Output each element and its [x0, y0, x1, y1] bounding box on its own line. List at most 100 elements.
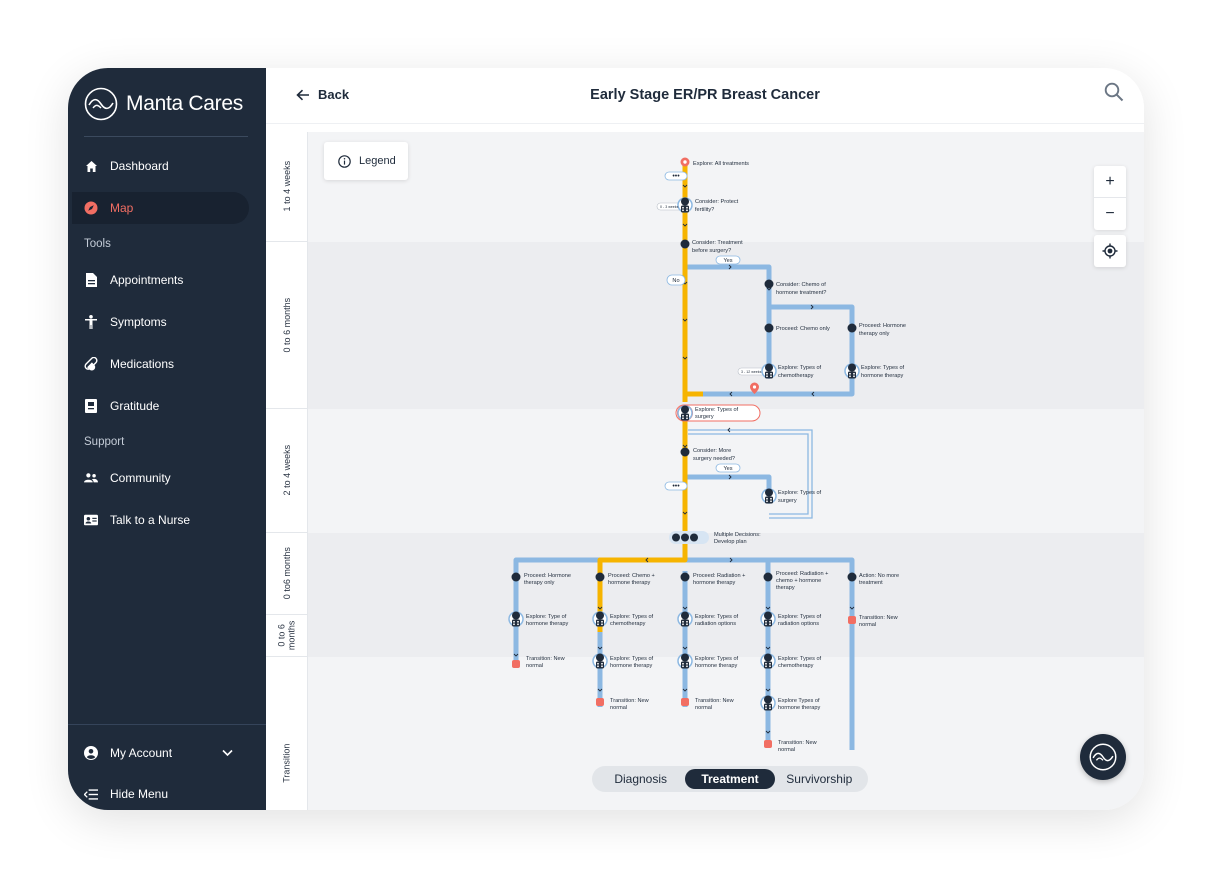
svg-text:normal: normal	[778, 747, 795, 753]
phase-treatment[interactable]: Treatment	[685, 769, 775, 789]
app-window: Manta Cares Dashboard Map Tools Appointm…	[68, 68, 1144, 810]
svg-text:Transition: New: Transition: New	[859, 615, 899, 621]
svg-text:Proceed: Chemo only: Proceed: Chemo only	[776, 326, 830, 332]
svg-text:Explore: Types of: Explore: Types of	[861, 365, 905, 371]
node-labels: Explore: All treatments Consider: Protec…	[524, 161, 906, 753]
treatment-map-canvas[interactable]: ••• •••	[308, 132, 1144, 810]
svg-text:chemotherapy: chemotherapy	[778, 663, 814, 669]
sidebar: Manta Cares Dashboard Map Tools Appointm…	[68, 68, 266, 810]
svg-text:normal: normal	[610, 705, 627, 711]
nav-label: Map	[110, 201, 134, 215]
svg-text:chemotherapy: chemotherapy	[778, 373, 814, 379]
svg-text:therapy only: therapy only	[859, 331, 890, 337]
nav-label: Dashboard	[110, 159, 169, 173]
search-icon	[1104, 82, 1124, 102]
period-band	[308, 533, 1144, 657]
svg-text:Explore: Type of: Explore: Type of	[526, 614, 567, 620]
svg-text:Yes: Yes	[723, 466, 732, 472]
svg-text:Proceed: Hormone: Proceed: Hormone	[859, 323, 906, 329]
nav-hide-menu[interactable]: Hide Menu	[72, 778, 249, 810]
nav-label: Hide Menu	[110, 787, 169, 801]
svg-text:Consider: More: Consider: More	[693, 448, 731, 454]
phase-switcher: Diagnosis Treatment Survivorship	[592, 766, 868, 792]
nav-appointments[interactable]: Appointments	[72, 264, 249, 296]
phase-survivorship[interactable]: Survivorship	[786, 772, 853, 786]
svg-text:surgery: surgery	[695, 414, 714, 420]
svg-text:Explore: Types of: Explore: Types of	[778, 656, 822, 662]
nav-talk-to-nurse[interactable]: Talk to a Nurse	[72, 504, 249, 536]
timeline-period: 1 to 4 weeks	[266, 132, 308, 242]
info-icon	[338, 154, 351, 168]
nav-label: My Account	[110, 746, 173, 760]
nav-label: Medications	[110, 357, 175, 371]
svg-text:Proceed: Radiation +: Proceed: Radiation +	[693, 573, 745, 579]
account-icon	[84, 746, 98, 760]
zoom-out-button[interactable]: −	[1105, 205, 1115, 222]
svg-text:radiation options: radiation options	[778, 621, 819, 627]
svg-text:Explore: Types of: Explore: Types of	[778, 490, 822, 496]
svg-text:hormone therapy: hormone therapy	[695, 663, 737, 669]
svg-text:•••: •••	[672, 483, 680, 490]
svg-text:Transition: New: Transition: New	[695, 698, 735, 704]
back-label: Back	[318, 87, 350, 102]
svg-text:hormone therapy: hormone therapy	[610, 663, 652, 669]
nav-dashboard[interactable]: Dashboard	[72, 150, 249, 182]
nav-my-account[interactable]: My Account	[72, 737, 249, 769]
manta-assistant-button[interactable]	[1080, 734, 1126, 780]
svg-text:normal: normal	[526, 663, 543, 669]
svg-text:Yes: Yes	[723, 258, 732, 264]
svg-text:treatment: treatment	[859, 580, 883, 586]
svg-text:Proceed: Radiation +: Proceed: Radiation +	[776, 571, 828, 577]
svg-text:therapy: therapy	[776, 585, 795, 591]
nav-label: Talk to a Nurse	[110, 513, 191, 527]
manta-logo-icon	[84, 87, 118, 121]
crosshair-icon	[1102, 243, 1118, 259]
search-button[interactable]	[1104, 82, 1124, 107]
brand-logo[interactable]: Manta Cares	[84, 86, 243, 122]
svg-text:0 - 3 weeks: 0 - 3 weeks	[660, 205, 679, 209]
timeline-column: 1 to 4 weeks 0 to 6 months 2 to 4 weeks …	[266, 132, 308, 810]
phase-diagnosis[interactable]: Diagnosis	[614, 772, 668, 786]
nav-map[interactable]: Map	[72, 192, 249, 224]
back-button[interactable]: Back	[296, 87, 349, 102]
journal-icon	[84, 399, 98, 413]
divider	[68, 724, 266, 725]
timeline-period: 0 to6 months	[266, 533, 308, 615]
svg-text:Consider: Treatment: Consider: Treatment	[692, 240, 743, 246]
legend-label: Legend	[359, 155, 396, 167]
nav-gratitude[interactable]: Gratitude	[72, 390, 249, 422]
svg-text:Explore: Types of: Explore: Types of	[610, 656, 654, 662]
pathway-map: ••• •••	[508, 157, 906, 753]
svg-text:Explore Types of: Explore Types of	[778, 698, 820, 704]
divider	[84, 136, 248, 137]
document-icon	[84, 273, 98, 287]
svg-text:hormone treatment?: hormone treatment?	[776, 290, 826, 296]
compass-icon	[84, 201, 98, 215]
chevron-down-icon[interactable]	[222, 746, 233, 760]
svg-text:Explore: Types of: Explore: Types of	[695, 407, 739, 413]
svg-text:chemo + hormone: chemo + hormone	[776, 578, 821, 584]
timeline-period: 0 to 6 months	[266, 242, 308, 409]
svg-text:hormone therapy: hormone therapy	[693, 580, 735, 586]
legend-button[interactable]: Legend	[324, 142, 408, 180]
svg-text:Explore: Types of: Explore: Types of	[778, 614, 822, 620]
svg-text:Explore: Types of: Explore: Types of	[695, 614, 739, 620]
svg-text:normal: normal	[695, 705, 712, 711]
timeline-period: Transition	[281, 743, 292, 783]
home-icon	[84, 159, 98, 173]
svg-text:Develop plan: Develop plan	[714, 539, 747, 545]
timeline-period: 0 to 6 months	[266, 615, 308, 657]
nav-community[interactable]: Community	[72, 462, 249, 494]
nav-medications[interactable]: Medications	[72, 348, 249, 380]
zoom-in-button[interactable]: +	[1094, 166, 1126, 198]
locate-button[interactable]	[1094, 235, 1126, 267]
svg-text:Explore: Types of: Explore: Types of	[778, 365, 822, 371]
svg-text:•••: •••	[672, 173, 680, 180]
svg-text:fertility?: fertility?	[695, 207, 714, 213]
brand-name: Manta Cares	[126, 92, 243, 115]
nav-symptoms[interactable]: Symptoms	[72, 306, 249, 338]
svg-text:hormone therapy: hormone therapy	[608, 580, 650, 586]
svg-text:radiation options: radiation options	[695, 621, 736, 627]
svg-text:Action: No more: Action: No more	[859, 573, 899, 579]
top-bar: Back Early Stage ER/PR Breast Cancer	[266, 68, 1144, 124]
